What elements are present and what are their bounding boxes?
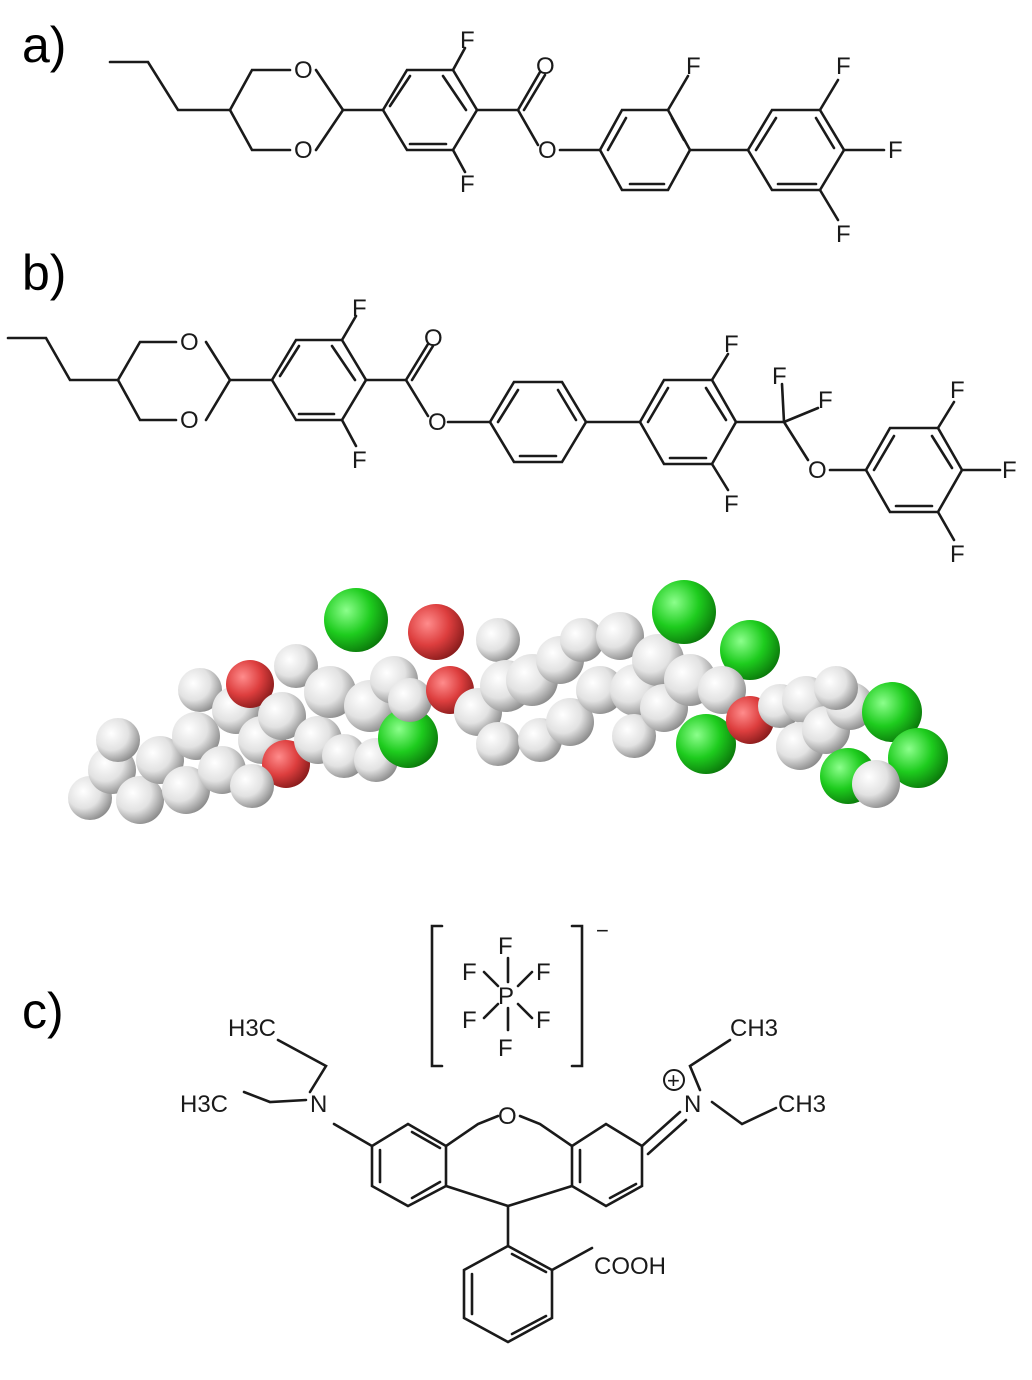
fluorine-label: F xyxy=(836,221,851,248)
fluorine-label: F xyxy=(352,447,367,474)
oxygen-label: O xyxy=(536,53,555,80)
fluorine-sphere xyxy=(720,620,780,680)
fluorine-sphere xyxy=(652,580,716,644)
oxygen-label: O xyxy=(180,407,199,434)
hydrogen-carbon-sphere xyxy=(162,766,210,814)
fluorine-sphere xyxy=(676,714,736,774)
panel-label-b: b) xyxy=(22,245,66,301)
oxygen-sphere xyxy=(226,660,274,708)
oxygen-label: O xyxy=(294,57,313,84)
fluorine-label: F xyxy=(352,295,367,322)
space-filling-model xyxy=(68,580,948,824)
hydrogen-carbon-sphere xyxy=(172,712,220,760)
hydrogen-carbon-sphere xyxy=(596,612,644,660)
fluorine-label: F xyxy=(686,53,701,80)
structure-b: O O F F O O F F F F O F F F xyxy=(6,295,1017,568)
nitrogen-label: N xyxy=(310,1091,327,1118)
fluorine-label: F xyxy=(950,541,965,568)
hydrogen-carbon-sphere xyxy=(258,692,306,740)
oxygen-label: O xyxy=(498,1103,517,1130)
hydrogen-carbon-sphere xyxy=(814,666,858,710)
fluorine-sphere xyxy=(378,708,438,768)
fluorine-label: F xyxy=(462,1007,477,1034)
oxygen-label: O xyxy=(424,325,443,352)
oxygen-label: O xyxy=(808,457,827,484)
fluorine-sphere xyxy=(888,728,948,788)
hydrogen-carbon-sphere xyxy=(698,666,746,714)
structure-a: O O F F O O F F F F xyxy=(108,27,903,248)
fluorine-label: F xyxy=(818,387,833,414)
fluorine-label: F xyxy=(950,377,965,404)
nitrogen-label: N xyxy=(684,1091,701,1118)
hydrogen-carbon-sphere xyxy=(476,618,520,662)
hydrogen-carbon-sphere xyxy=(322,734,366,778)
methyl-label: H3C xyxy=(180,1091,228,1118)
fluorine-label: F xyxy=(772,363,787,390)
methyl-label: H3C xyxy=(228,1015,276,1042)
panel-label-c: c) xyxy=(22,983,64,1039)
anion-charge: − xyxy=(596,918,609,943)
hydrogen-carbon-sphere xyxy=(612,714,656,758)
positive-charge-circle xyxy=(663,1069,685,1091)
carboxyl-label: COOH xyxy=(594,1253,666,1280)
fluorine-sphere xyxy=(862,682,922,742)
hydrogen-carbon-sphere xyxy=(476,722,520,766)
fluorine-label: F xyxy=(536,959,551,986)
methyl-label: CH3 xyxy=(730,1015,778,1042)
fluorine-label: F xyxy=(1002,457,1017,484)
fluorine-label: F xyxy=(724,331,739,358)
fluorine-label: F xyxy=(836,53,851,80)
hydrogen-carbon-sphere xyxy=(304,666,356,718)
oxygen-sphere xyxy=(408,604,464,660)
fluorine-label: F xyxy=(536,1007,551,1034)
oxygen-label: O xyxy=(538,137,557,164)
hydrogen-carbon-sphere xyxy=(96,718,140,762)
fluorine-label: F xyxy=(498,1035,513,1062)
fluorine-label: F xyxy=(460,27,475,54)
fluorine-label: F xyxy=(460,171,475,198)
hydrogen-carbon-sphere xyxy=(388,678,432,722)
oxygen-label: O xyxy=(180,329,199,356)
phosphorus-label: P xyxy=(498,983,514,1010)
methyl-label: CH3 xyxy=(778,1091,826,1118)
hydrogen-carbon-sphere xyxy=(576,666,624,714)
fluorine-label: F xyxy=(888,137,903,164)
hydrogen-carbon-sphere xyxy=(546,698,594,746)
fluorine-label: F xyxy=(462,959,477,986)
structure-c: − P F F F F F F COOH N H3C H3C xyxy=(180,918,826,1344)
hydrogen-carbon-sphere xyxy=(852,760,900,808)
fluorine-label: F xyxy=(498,933,513,960)
hydrogen-carbon-sphere xyxy=(178,668,222,712)
fluorine-sphere xyxy=(324,588,388,652)
cation-charge: + xyxy=(667,1068,680,1093)
hydrogen-carbon-sphere xyxy=(274,644,318,688)
oxygen-label: O xyxy=(428,409,447,436)
oxygen-label: O xyxy=(294,137,313,164)
panel-label-a: a) xyxy=(22,17,66,73)
hydrogen-carbon-sphere xyxy=(560,618,604,662)
hydrogen-carbon-sphere xyxy=(230,764,274,808)
fluorine-label: F xyxy=(724,491,739,518)
hydrogen-carbon-sphere xyxy=(116,776,164,824)
